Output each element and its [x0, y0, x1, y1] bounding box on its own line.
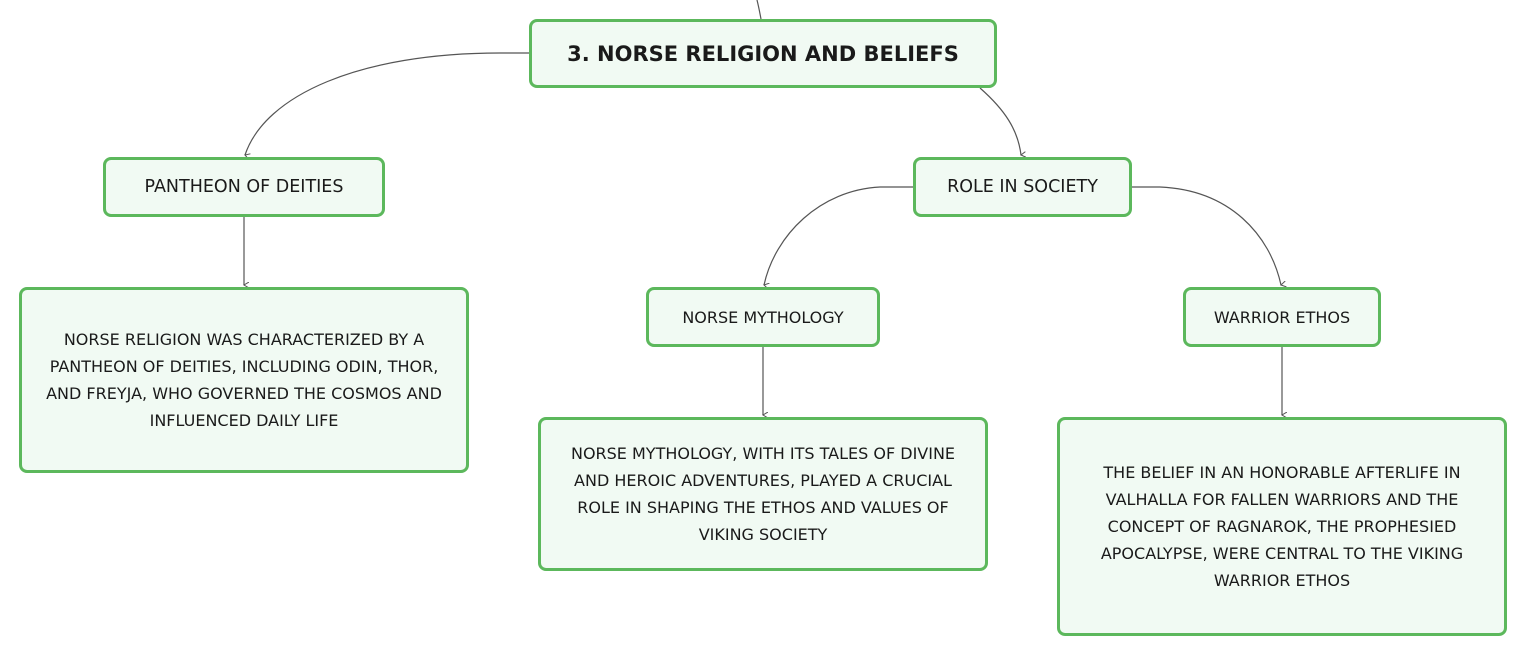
role-in-society-node-label: ROLE IN SOCIETY	[947, 177, 1098, 197]
connector-root-to-role	[979, 87, 1021, 155]
norse-mythology-description-text: NORSE MYTHOLOGY, WITH ITS TALES OF DIVIN…	[570, 444, 956, 544]
pantheon-node[interactable]: PANTHEON OF DEITIES	[103, 157, 385, 217]
root-node[interactable]: 3. NORSE RELIGION AND BELIEFS	[529, 19, 997, 88]
incoming-connector	[756, 0, 762, 20]
role-in-society-node[interactable]: ROLE IN SOCIETY	[913, 157, 1132, 217]
norse-mythology-node[interactable]: NORSE MYTHOLOGY	[646, 287, 880, 347]
norse-mythology-description-node[interactable]: NORSE MYTHOLOGY, WITH ITS TALES OF DIVIN…	[538, 417, 988, 571]
warrior-ethos-description-text: THE BELIEF IN AN HONORABLE AFTERLIFE IN …	[1100, 463, 1464, 590]
connector-root-to-pantheon	[245, 52, 529, 155]
warrior-ethos-description-node[interactable]: THE BELIEF IN AN HONORABLE AFTERLIFE IN …	[1057, 417, 1507, 636]
root-node-label: 3. NORSE RELIGION AND BELIEFS	[567, 41, 959, 66]
pantheon-node-label: PANTHEON OF DEITIES	[144, 177, 344, 197]
norse-mythology-node-label: NORSE MYTHOLOGY	[682, 307, 844, 327]
connector-role-to-mythology	[764, 186, 913, 285]
connector-role-to-warrior	[1132, 186, 1281, 285]
pantheon-description-text: NORSE RELIGION WAS CHARACTERIZED BY A PA…	[46, 330, 442, 430]
warrior-ethos-node-label: WARRIOR ETHOS	[1213, 307, 1351, 327]
pantheon-description-node[interactable]: NORSE RELIGION WAS CHARACTERIZED BY A PA…	[19, 287, 469, 473]
warrior-ethos-node[interactable]: WARRIOR ETHOS	[1183, 287, 1381, 347]
